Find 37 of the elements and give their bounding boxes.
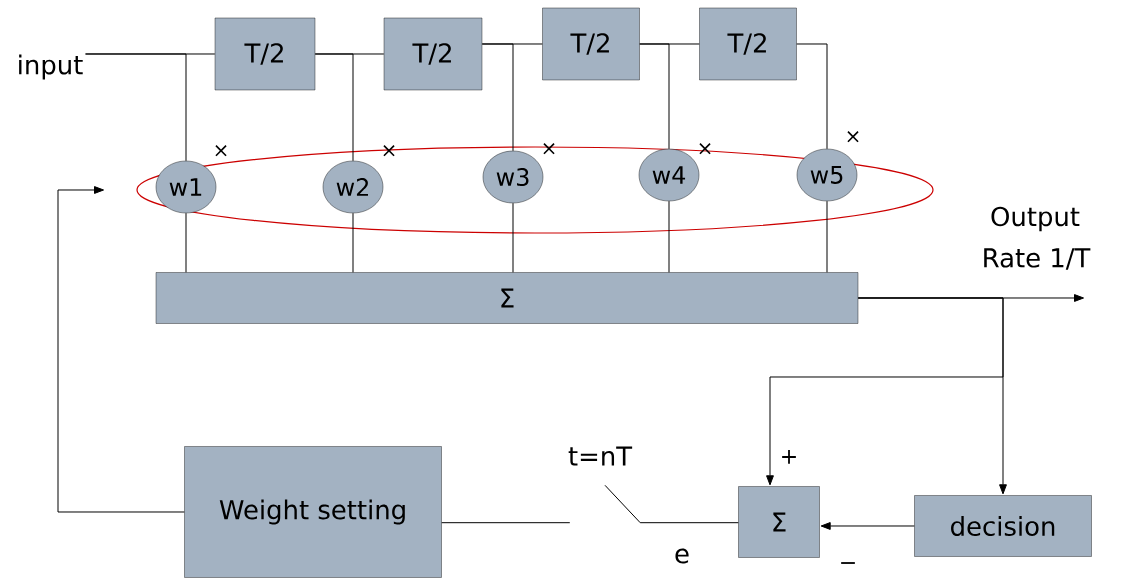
connector-line xyxy=(639,43,670,150)
summer-box: Σ xyxy=(738,486,820,558)
connector-line xyxy=(639,522,739,524)
connector-line xyxy=(441,522,571,524)
arrow xyxy=(820,522,915,530)
input-label: input xyxy=(19,54,83,80)
connector-line xyxy=(826,200,828,273)
output-label: Output xyxy=(991,206,1080,232)
connector-line xyxy=(85,53,187,162)
switch-symbol xyxy=(604,484,641,524)
summer-bar: Σ xyxy=(155,272,859,324)
delay-box: T/2 xyxy=(542,7,640,81)
connector-line xyxy=(481,43,514,152)
weight-oval: w2 xyxy=(322,160,384,214)
connector-line xyxy=(796,43,828,150)
sampling-time-label: t=nT xyxy=(568,446,633,466)
delay-box: T/2 xyxy=(214,17,316,91)
connector-line xyxy=(512,202,514,273)
connector-line xyxy=(668,200,670,273)
connector-line xyxy=(185,212,187,273)
connector-line xyxy=(314,53,354,162)
weight-oval: w4 xyxy=(638,148,700,202)
plus-sign: + xyxy=(782,450,796,464)
weight-oval: w1 xyxy=(155,160,217,214)
output-rate-label: Rate 1/T xyxy=(984,248,1091,270)
multiply-sign: × xyxy=(215,145,227,157)
delay-box: T/2 xyxy=(383,17,483,91)
weight-oval: w5 xyxy=(796,148,858,202)
decision-box: decision xyxy=(914,495,1092,557)
arrow xyxy=(766,297,1004,486)
arrow xyxy=(57,186,185,513)
delay-box: T/2 xyxy=(699,7,797,81)
weight-oval: w3 xyxy=(482,150,544,204)
weight-setting-box: Weight setting xyxy=(184,446,442,578)
connector-line xyxy=(352,212,354,273)
error-label: e xyxy=(675,548,689,564)
minus-sign: − xyxy=(841,562,855,564)
